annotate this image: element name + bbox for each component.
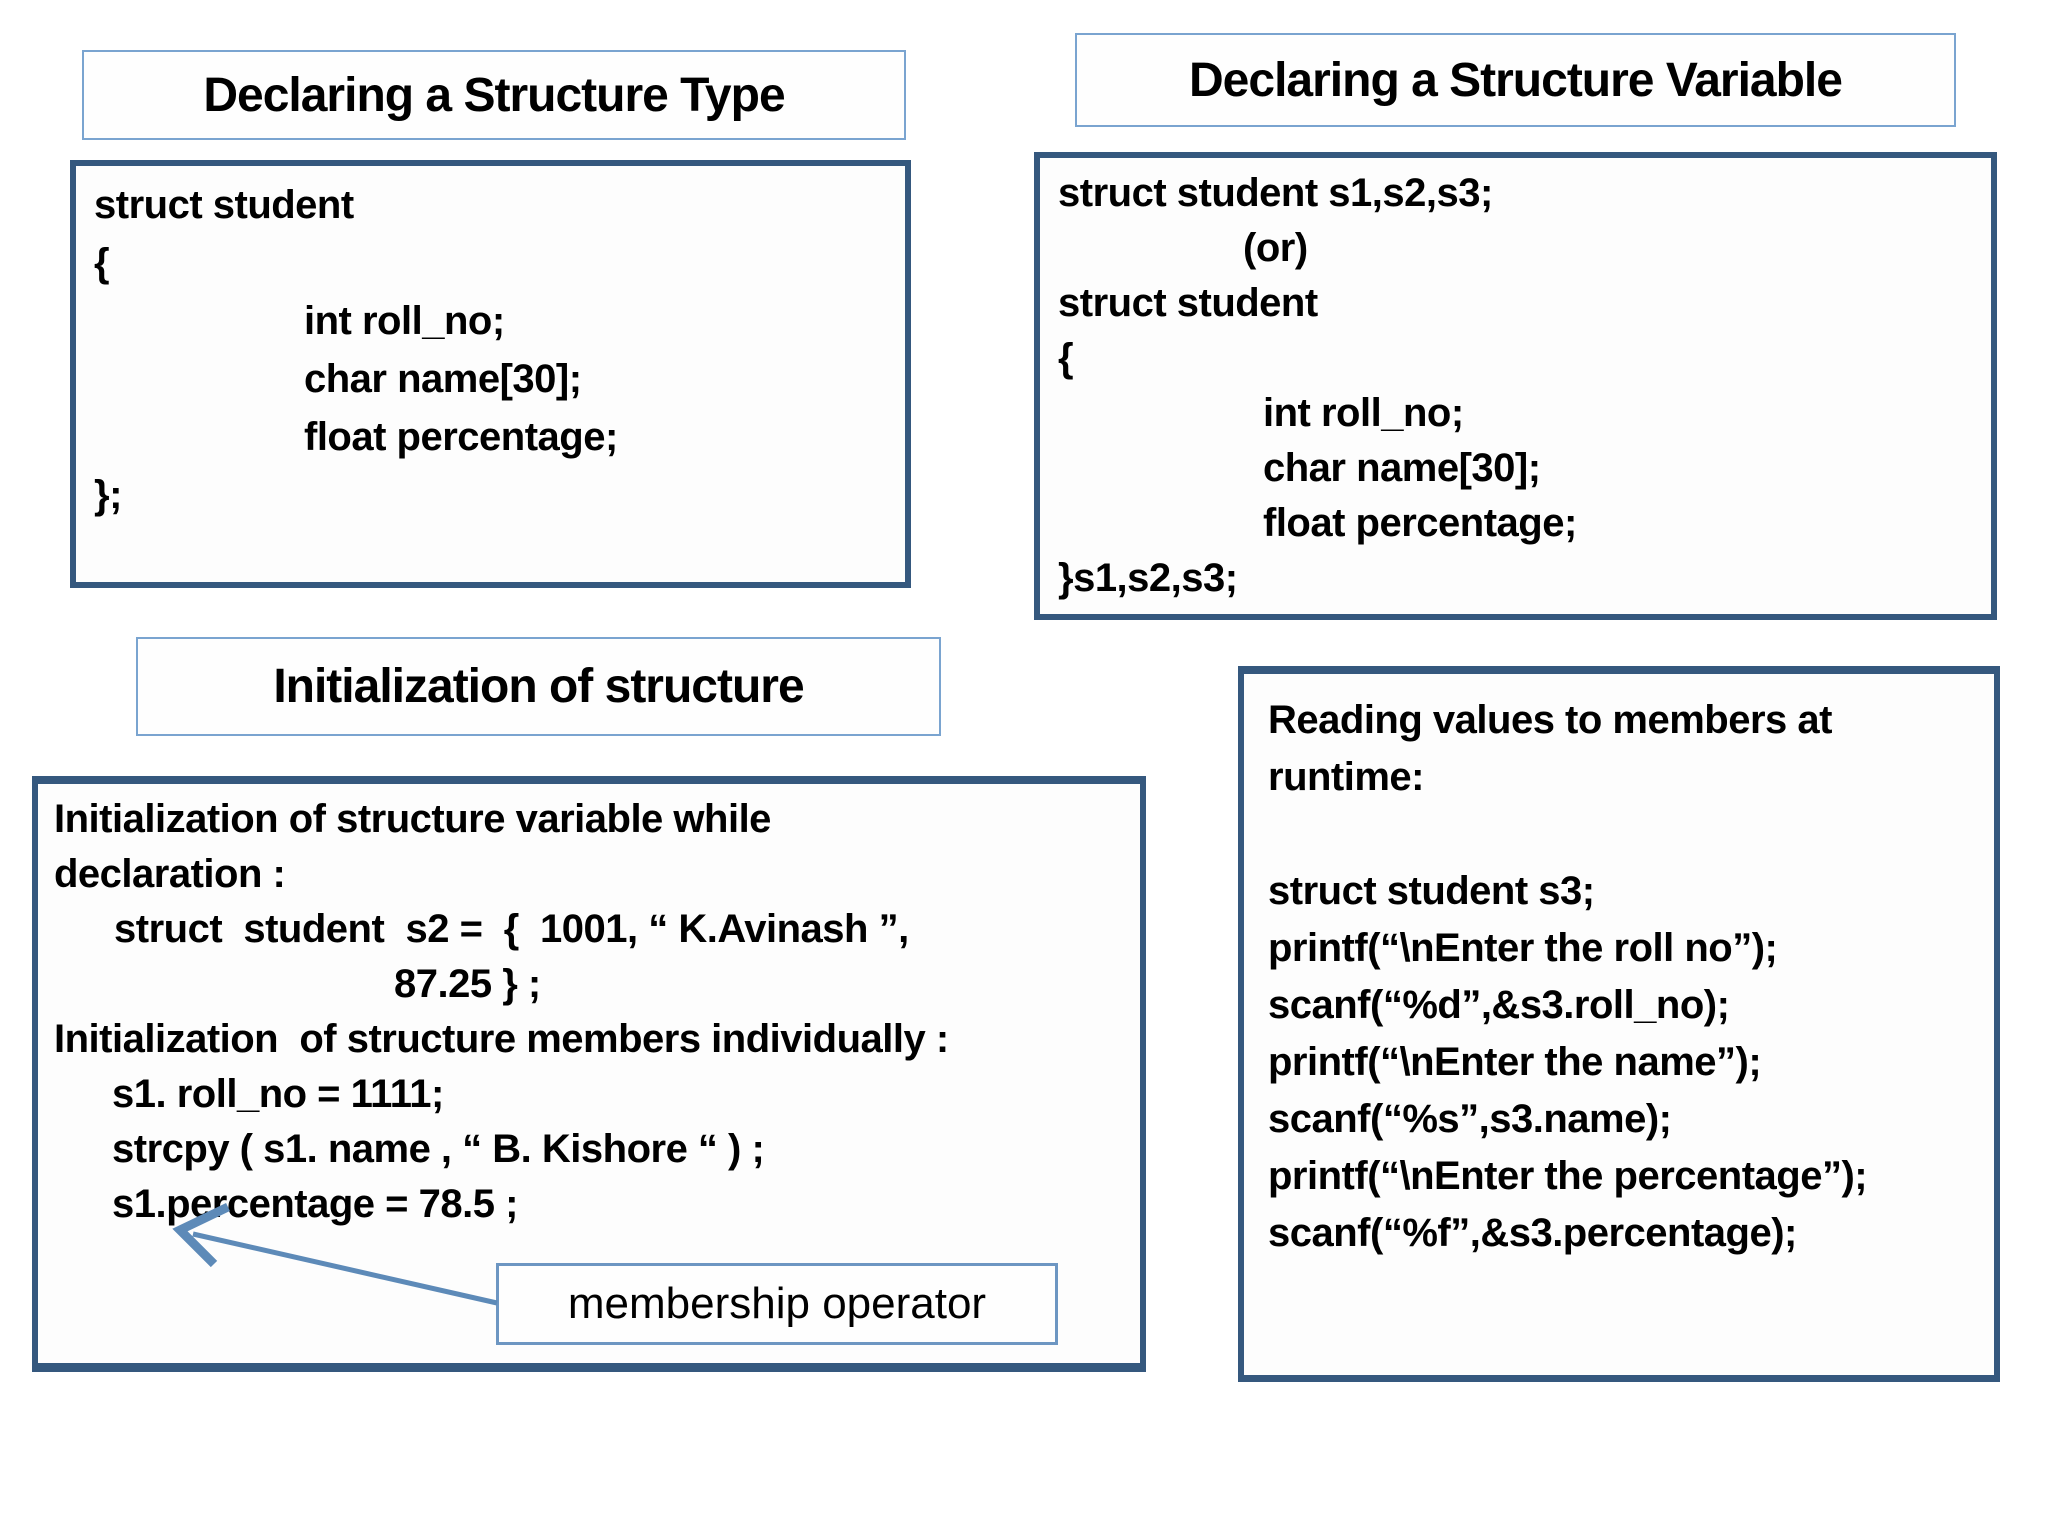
code-line	[1268, 806, 1970, 863]
code-line: struct student s2 = { 1001, “ K.Avinash …	[114, 907, 909, 951]
code-line: 87.25 } ;	[394, 962, 541, 1006]
code-line: runtime:	[1268, 755, 1425, 799]
code-line: printf(“\nEnter the name”);	[1268, 1040, 1762, 1084]
code-line: }s1,s2,s3;	[1058, 556, 1238, 600]
code-line: scanf(“%f”,&s3.percentage);	[1268, 1211, 1797, 1255]
code-line: char name[30];	[1263, 446, 1541, 490]
title-initialization-of-structure-text: Initialization of structure	[273, 660, 804, 713]
code-line: struct student s1,s2,s3;	[1058, 171, 1493, 215]
code-line: scanf(“%s”,s3.name);	[1268, 1097, 1672, 1141]
code-line: int roll_no;	[304, 299, 505, 343]
code-line: Initialization of structure variable whi…	[54, 797, 771, 841]
code-line: int roll_no;	[1263, 391, 1464, 435]
code-line: float percentage;	[1263, 501, 1577, 545]
title-declaring-structure-type: Declaring a Structure Type	[82, 50, 906, 140]
code-line: float percentage;	[304, 415, 618, 459]
title-initialization-of-structure: Initialization of structure	[136, 637, 941, 736]
code-line: printf(“\nEnter the roll no”);	[1268, 926, 1778, 970]
code-line: s1.percentage = 78.5 ;	[112, 1182, 518, 1226]
code-line: Initialization of structure members indi…	[54, 1017, 949, 1061]
membership-operator-label-text: membership operator	[567, 1279, 987, 1328]
title-declaring-structure-variable-text: Declaring a Structure Variable	[1189, 53, 1843, 107]
code-line: struct student	[1058, 281, 1318, 325]
code-line: };	[94, 473, 122, 517]
code-line: struct student s3;	[1268, 869, 1595, 913]
code-line: strcpy ( s1. name , “ B. Kishore “ ) ;	[112, 1127, 765, 1171]
code-box-structure-variable: struct student s1,s2,s3; (or) struct stude…	[1034, 152, 1997, 620]
code-line: declaration :	[54, 852, 286, 896]
title-declaring-structure-type-text: Declaring a Structure Type	[203, 68, 785, 122]
code-line: {	[1058, 336, 1074, 380]
title-declaring-structure-variable: Declaring a Structure Variable	[1075, 33, 1956, 127]
code-line: printf(“\nEnter the percentage”);	[1268, 1154, 1868, 1198]
code-line: Reading values to members at	[1268, 698, 1832, 742]
code-line: s1. roll_no = 1111;	[112, 1072, 444, 1116]
code-box-structure-type: struct student { int roll_no;char name[30]…	[70, 160, 911, 588]
membership-operator-label: membership operator	[496, 1263, 1058, 1345]
code-line: struct student	[94, 183, 354, 227]
code-box-runtime-reading: Reading values to members at runtime: str…	[1238, 666, 2000, 1382]
code-line: {	[94, 241, 110, 285]
code-line: char name[30];	[304, 357, 582, 401]
code-line: scanf(“%d”,&s3.roll_no);	[1268, 983, 1730, 1027]
code-line: (or)	[1243, 226, 1308, 270]
